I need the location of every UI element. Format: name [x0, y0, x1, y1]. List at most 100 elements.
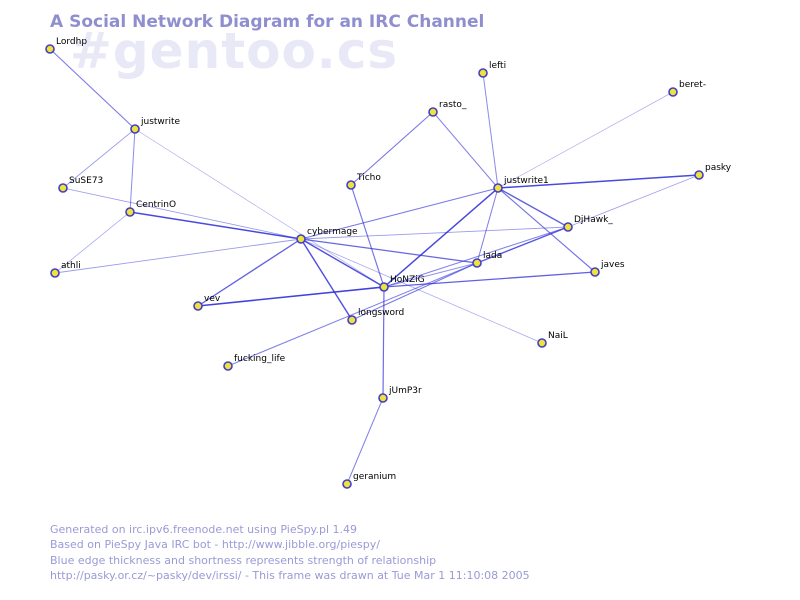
node-label: justwrite1 — [503, 176, 549, 186]
edge-fucking_life-lada — [227, 262, 478, 367]
node-javes: javes — [590, 260, 625, 277]
edge-cybermage-DjHawk_ — [300, 226, 569, 240]
node-longsword: longsword — [347, 308, 404, 325]
edge-HoNZiG-javes — [383, 271, 596, 288]
node-dot — [493, 183, 503, 193]
node-lefti: lefti — [478, 61, 506, 78]
node-SuSE73: SuSE73 — [58, 176, 103, 193]
edge-justwrite1-pasky — [497, 174, 700, 189]
node-label: HoNZiG — [390, 275, 425, 285]
channel-watermark: #gentoo.cs — [70, 22, 399, 80]
node-label: Ticho — [356, 173, 381, 183]
node-label: DjHawk_ — [574, 215, 613, 225]
edge-lefti-justwrite1 — [482, 72, 499, 189]
node-dot — [537, 338, 547, 348]
edge-SuSE73-cybermage — [62, 187, 302, 240]
edge-HoNZiG-DjHawk_ — [383, 226, 569, 288]
edge-cybermage-longsword — [300, 238, 353, 321]
node-dot — [478, 68, 488, 78]
node-label: lefti — [489, 61, 506, 71]
node-dot — [223, 361, 233, 371]
footer-line: http://pasky.or.cz/~pasky/dev/irssi/ - T… — [50, 568, 530, 582]
edge-Lordhp-justwrite — [49, 48, 136, 130]
edge-justwrite1-javes — [497, 187, 596, 273]
edge-beret--justwrite1 — [497, 91, 674, 189]
edge-HoNZiG-lada — [383, 262, 478, 288]
node-dot — [50, 268, 60, 278]
edge-justwrite-CentrinO — [129, 128, 136, 213]
node-geranium: geranium — [342, 472, 396, 489]
node-lada: lada — [472, 251, 502, 268]
node-label: rasto_ — [439, 100, 467, 110]
node-cybermage: cybermage — [296, 227, 358, 244]
edge-cybermage-lada — [300, 238, 478, 264]
footer-notes: Generated on irc.ipv6.freenode.net using… — [50, 522, 530, 583]
node-label: longsword — [358, 308, 404, 318]
node-label: lada — [483, 251, 502, 261]
node-rasto_: rasto_ — [428, 100, 467, 117]
edge-cybermage-NaiL — [300, 238, 543, 344]
edge-HoNZiG-jUmP3r — [382, 286, 385, 399]
node-label: CentrinO — [136, 200, 176, 210]
node-label: cybermage — [307, 227, 358, 237]
edge-DjHawk_-lada — [476, 226, 569, 264]
footer-line: Blue edge thickness and shortness repres… — [50, 553, 437, 567]
edge-vev-HoNZiG — [197, 286, 385, 307]
node-dot — [296, 234, 306, 244]
node-vev: vev — [193, 294, 221, 311]
edge-rasto_-Ticho — [350, 111, 434, 186]
node-fucking_life: fucking_life — [223, 354, 286, 371]
node-athli: athli — [50, 261, 81, 278]
node-dot — [668, 87, 678, 97]
node-dot — [125, 207, 135, 217]
edge-rasto_-justwrite1 — [432, 111, 499, 189]
edge-pasky-DjHawk_ — [567, 174, 700, 228]
edge-justwrite1-DjHawk_ — [497, 187, 569, 228]
node-justwrite: justwrite — [130, 117, 181, 134]
node-Ticho: Ticho — [346, 173, 381, 190]
edge-cybermage-HoNZiG — [300, 238, 385, 288]
footer-line: Based on PieSpy Java IRC bot - http://ww… — [50, 538, 380, 552]
node-dot — [346, 180, 356, 190]
node-label: geranium — [353, 472, 396, 482]
edge-cybermage-justwrite1 — [300, 187, 499, 240]
diagram-title: A Social Network Diagram for an IRC Chan… — [50, 12, 485, 32]
node-dot — [58, 183, 68, 193]
node-label: fucking_life — [234, 354, 286, 364]
node-label: jUmP3r — [388, 386, 422, 396]
node-Lordhp: Lordhp — [45, 37, 87, 54]
edge-justwrite-HoNZiG — [134, 128, 385, 288]
node-DjHawk_: DjHawk_ — [563, 215, 613, 232]
node-HoNZiG: HoNZiG — [379, 275, 425, 292]
node-dot — [428, 107, 438, 117]
node-dot — [378, 393, 388, 403]
node-dot — [472, 258, 482, 268]
node-dot — [347, 315, 357, 325]
node-label: vev — [204, 294, 221, 304]
node-label: beret- — [679, 80, 706, 90]
node-label: javes — [600, 260, 625, 270]
node-dot — [342, 479, 352, 489]
footer-line: Generated on irc.ipv6.freenode.net using… — [50, 523, 358, 536]
node-dot — [130, 124, 140, 134]
node-label: SuSE73 — [69, 176, 103, 186]
node-dot — [45, 44, 55, 54]
node-label: Lordhp — [56, 37, 87, 47]
node-pasky: pasky — [694, 163, 732, 180]
edge-justwrite-SuSE73 — [62, 128, 136, 189]
edge-CentrinO-athli — [54, 211, 131, 274]
node-dot — [379, 282, 389, 292]
node-dot — [694, 170, 704, 180]
node-label: pasky — [705, 163, 732, 173]
edge-CentrinO-cybermage — [129, 211, 302, 240]
edge-Ticho-HoNZiG — [350, 184, 385, 288]
node-label: athli — [61, 261, 81, 271]
edge-justwrite1-lada — [476, 187, 499, 264]
node-CentrinO: CentrinO — [125, 200, 176, 217]
edges-layer — [49, 48, 700, 485]
edge-jUmP3r-geranium — [346, 397, 384, 485]
node-dot — [590, 267, 600, 277]
